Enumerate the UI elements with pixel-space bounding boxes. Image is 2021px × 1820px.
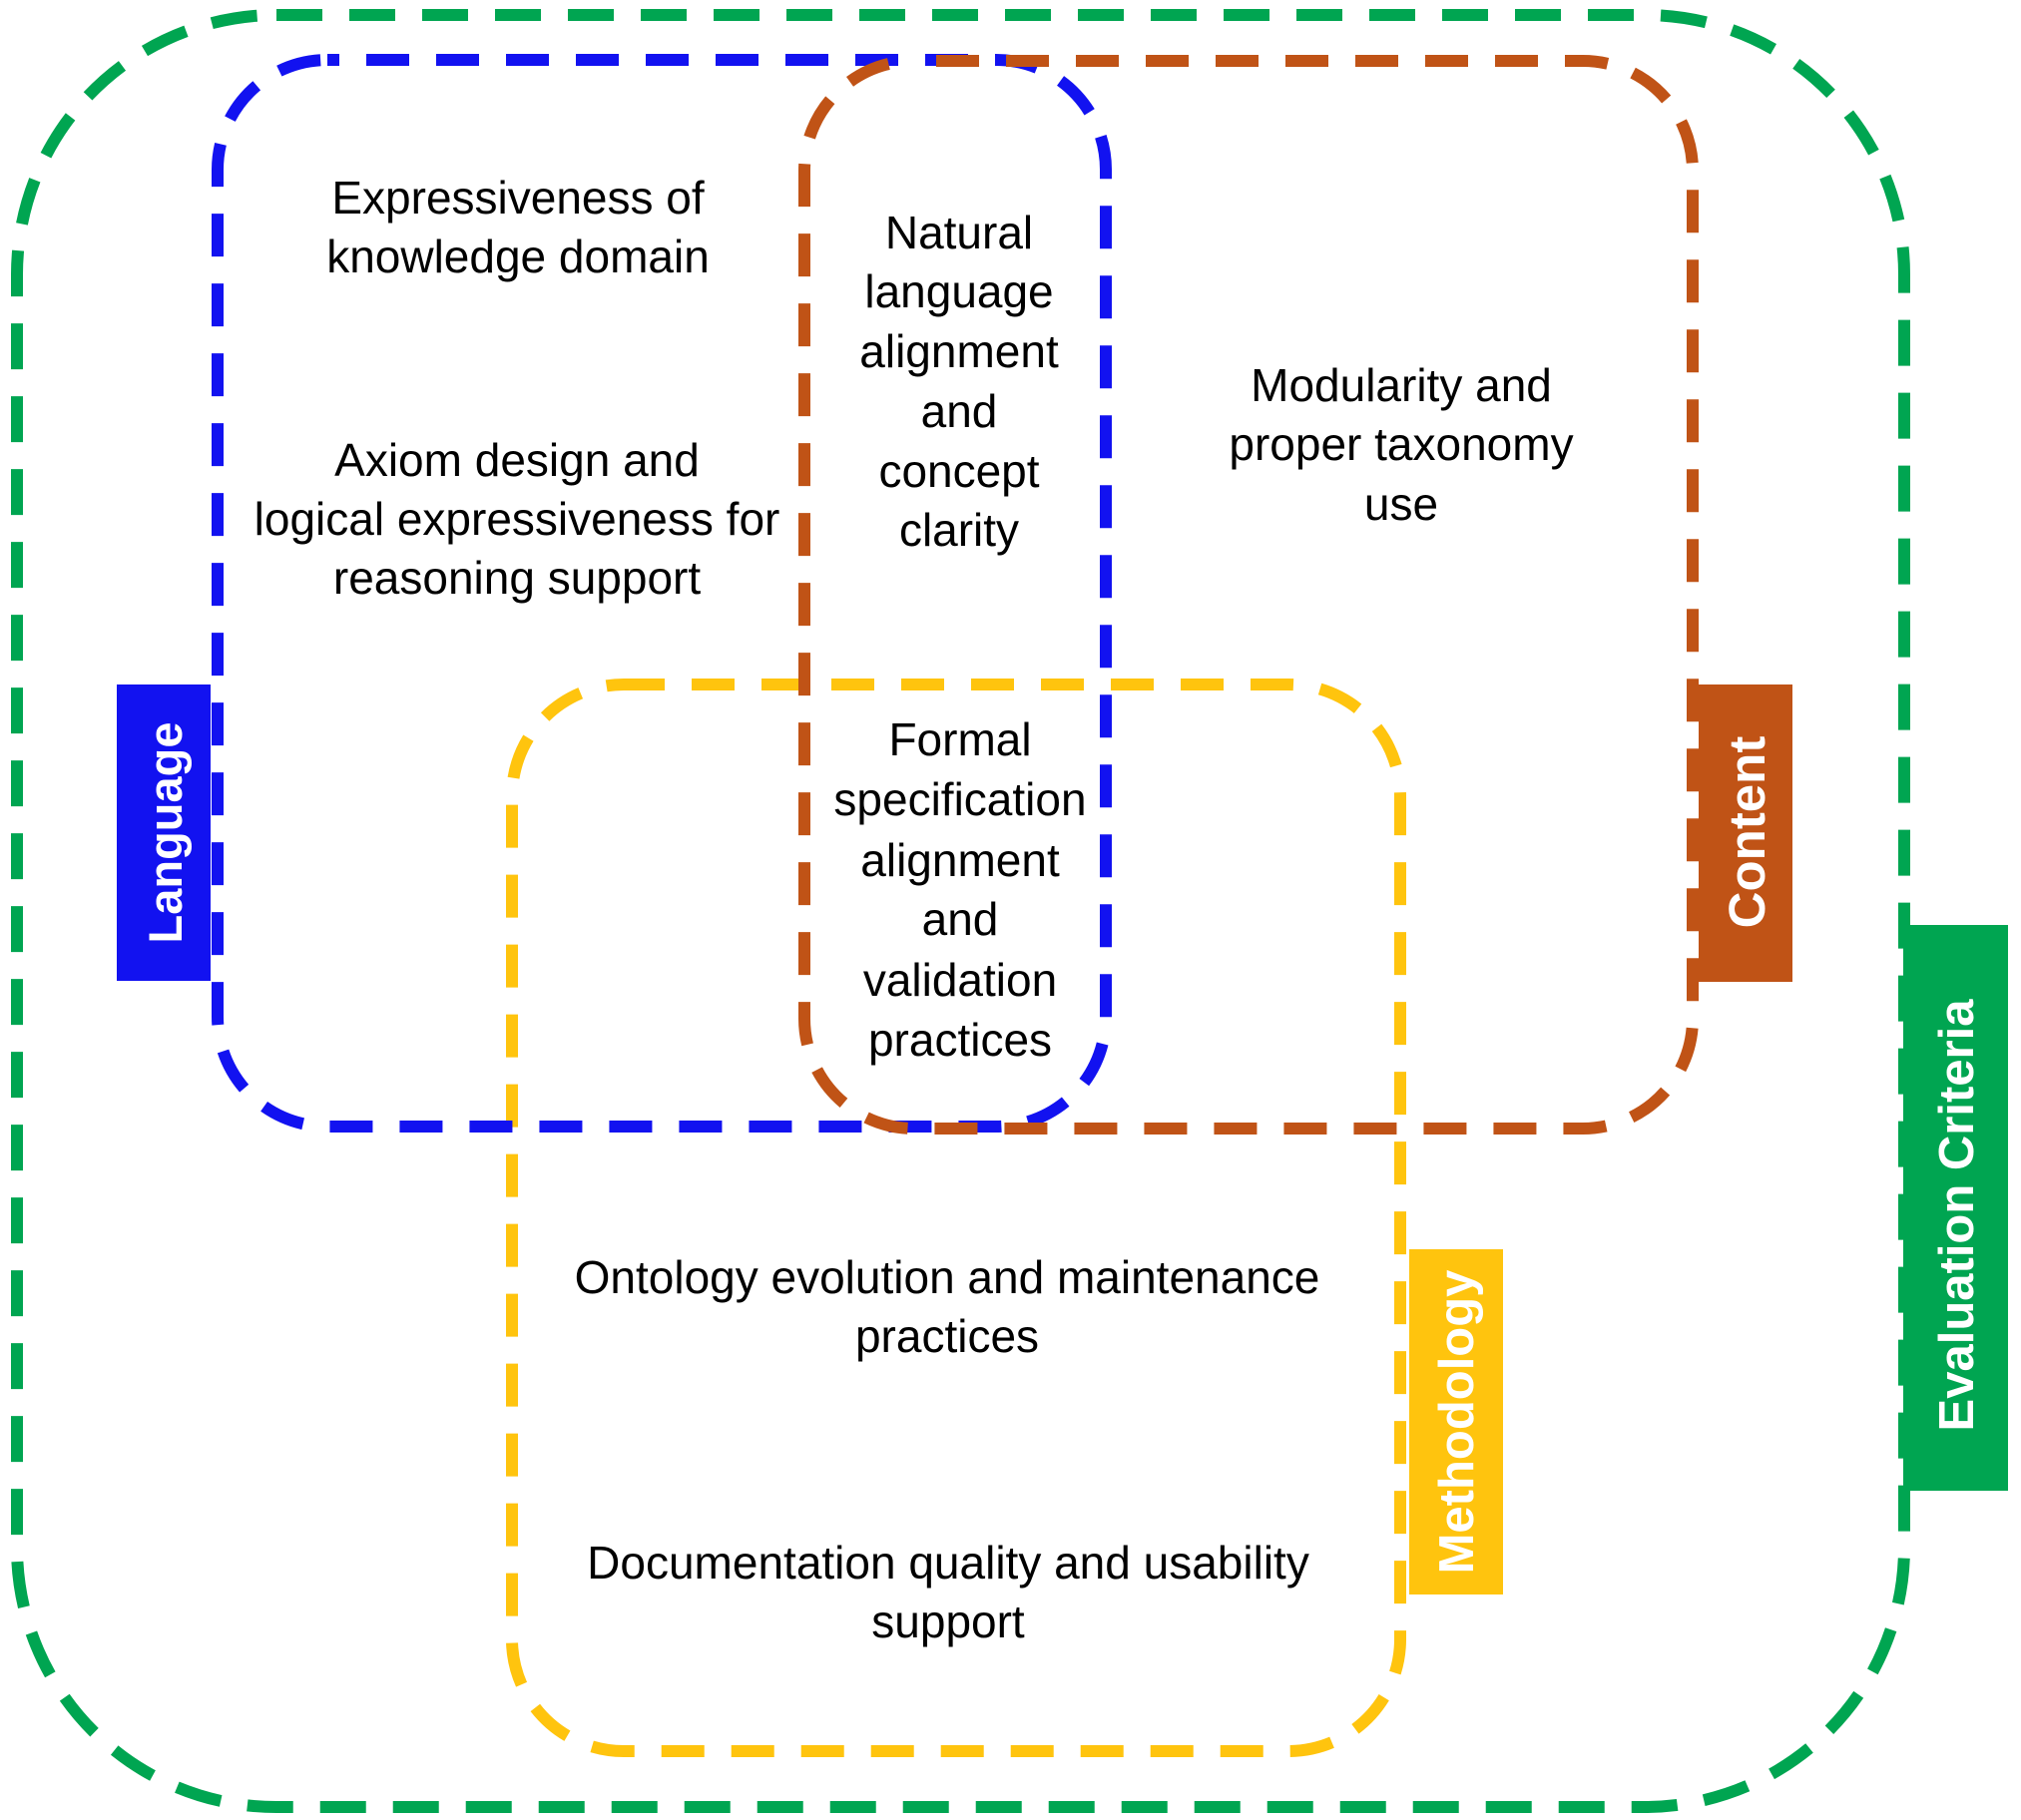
svg-text:knowledge domain: knowledge domain (326, 230, 710, 282)
svg-text:practices: practices (868, 1014, 1052, 1066)
svg-text:logical expressiveness for: logical expressiveness for (254, 493, 780, 545)
svg-text:Axiom design and: Axiom design and (334, 434, 700, 486)
svg-text:and: and (922, 893, 999, 945)
svg-text:Content: Content (1719, 736, 1775, 929)
svg-text:Natural: Natural (885, 207, 1033, 258)
svg-text:language: language (864, 265, 1053, 317)
svg-text:clarity: clarity (899, 504, 1019, 556)
svg-text:and: and (921, 385, 998, 437)
svg-text:concept: concept (878, 445, 1039, 497)
svg-text:Formal: Formal (888, 713, 1031, 765)
svg-text:Language: Language (139, 722, 192, 944)
svg-text:validation: validation (863, 954, 1057, 1006)
svg-text:practices: practices (855, 1310, 1039, 1362)
svg-text:alignment: alignment (859, 325, 1059, 377)
svg-text:Expressiveness of: Expressiveness of (331, 172, 704, 224)
svg-text:reasoning support: reasoning support (333, 552, 701, 604)
svg-text:Modularity and: Modularity and (1251, 359, 1552, 411)
svg-text:Methodology: Methodology (1430, 1270, 1484, 1575)
svg-text:specification: specification (833, 773, 1086, 825)
svg-text:Ontology evolution and mainten: Ontology evolution and maintenance (575, 1251, 1320, 1303)
svg-text:support: support (871, 1595, 1025, 1647)
svg-text:use: use (1364, 478, 1438, 530)
svg-text:Evaluation Criteria: Evaluation Criteria (1930, 999, 1984, 1432)
svg-text:proper taxonomy: proper taxonomy (1229, 418, 1573, 470)
svg-text:Documentation quality and usab: Documentation quality and usability (587, 1537, 1309, 1589)
svg-text:alignment: alignment (860, 834, 1060, 886)
